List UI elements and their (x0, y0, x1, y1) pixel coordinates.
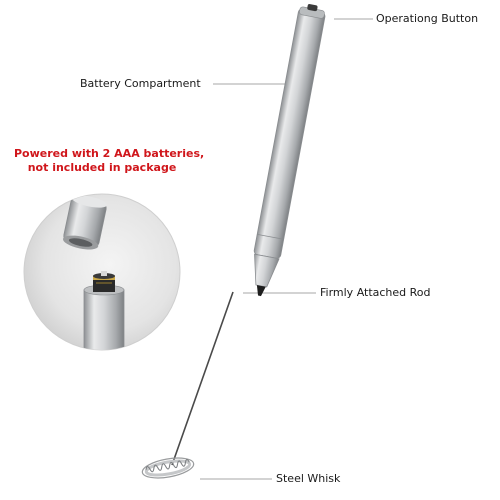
operation-button (307, 4, 318, 12)
steel-whisk-coil (141, 457, 195, 479)
battery-body-end (83, 271, 125, 350)
leader-lines (200, 18, 373, 480)
callout-battery-compartment: Battery Compartment (80, 77, 201, 90)
frother-handle (253, 4, 326, 297)
battery-note-line-2: not included in package (27, 161, 177, 174)
battery-note: Powered with 2 AAA batteries, not includ… (14, 147, 205, 175)
callout-steel-whisk: Steel Whisk (276, 472, 341, 485)
battery-note-line-1: Powered with 2 AAA batteries, (14, 147, 205, 160)
battery-cap (62, 195, 108, 250)
whisk-rod (171, 291, 234, 466)
battery-inset (23, 193, 181, 351)
callout-operation-button: Operationg Button (376, 12, 479, 25)
callout-firmly-attached-rod: Firmly Attached Rod (320, 286, 431, 299)
